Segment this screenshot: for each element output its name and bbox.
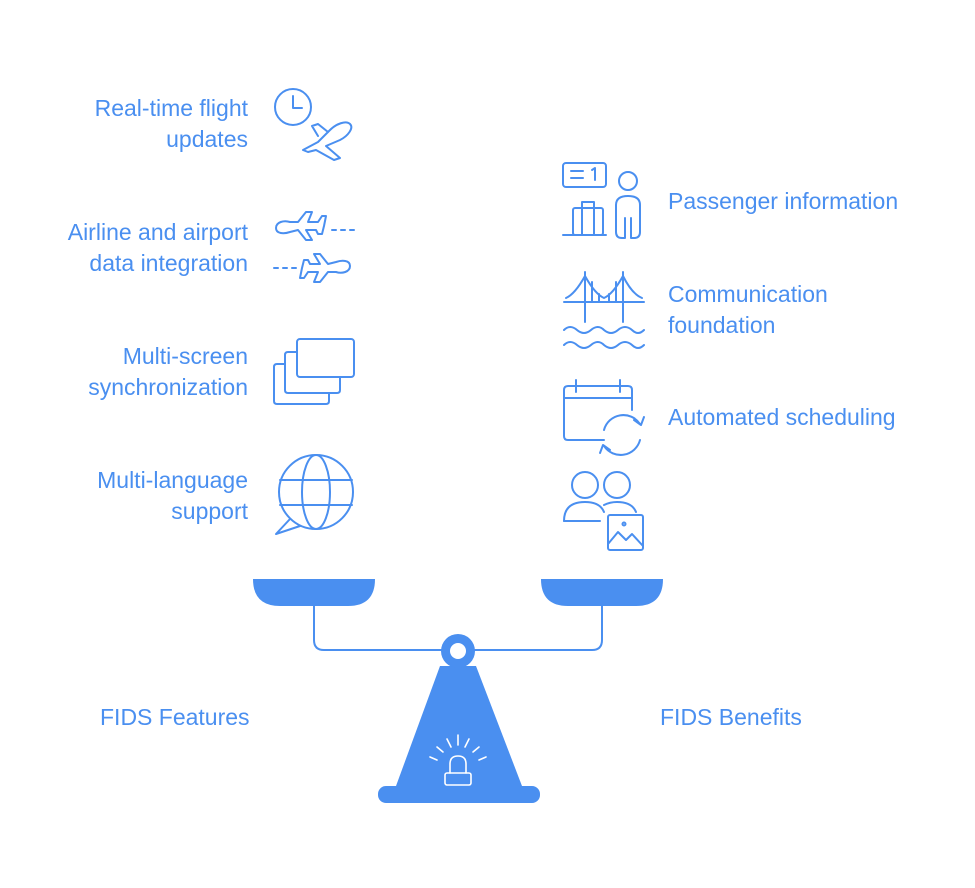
feature-label-line: Real-time flight <box>94 95 248 121</box>
scale-base <box>396 666 522 786</box>
light-bulb-icon <box>429 734 487 786</box>
stacked-screens-icon <box>273 338 355 405</box>
benefit-label-passenger: Passenger information <box>668 186 958 217</box>
feature-label-realtime: Real-time flight updates <box>40 93 248 155</box>
feature-label-line: Airline and airport <box>67 219 248 245</box>
feature-label-line: Multi-screen <box>122 343 248 369</box>
balance-scale <box>253 579 663 803</box>
people-picture-icon <box>563 471 644 551</box>
benefit-label-communication: Communication foundation <box>668 279 958 341</box>
passenger-luggage-icon <box>562 162 641 239</box>
benefit-label-line: Automated scheduling <box>668 404 896 430</box>
feature-label-line: Multi-language <box>97 467 248 493</box>
benefit-label-line: Communication <box>668 281 828 307</box>
feature-label-integration: Airline and airport data integration <box>20 217 248 279</box>
bridge-icon <box>563 271 645 349</box>
feature-label-line: support <box>171 498 248 524</box>
benefits-caption: FIDS Benefits <box>660 704 802 730</box>
globe-speech-icon <box>275 454 354 535</box>
clock-plane-icon <box>274 88 353 161</box>
feature-label-line: data integration <box>89 250 248 276</box>
calendar-refresh-icon <box>563 379 645 456</box>
feature-label-language: Multi-language support <box>20 465 248 527</box>
feature-label-sync: Multi-screen synchronization <box>20 341 248 403</box>
features-caption: FIDS Features <box>100 704 250 730</box>
right-scale-pan <box>541 579 663 606</box>
feature-label-line: synchronization <box>88 374 248 400</box>
planes-exchange-icon <box>273 211 355 283</box>
benefit-label-scheduling: Automated scheduling <box>668 402 958 433</box>
feature-label-line: updates <box>166 126 248 152</box>
benefit-label-line: foundation <box>668 312 776 338</box>
left-scale-pan <box>253 579 375 606</box>
benefit-label-line: Passenger information <box>668 188 899 214</box>
